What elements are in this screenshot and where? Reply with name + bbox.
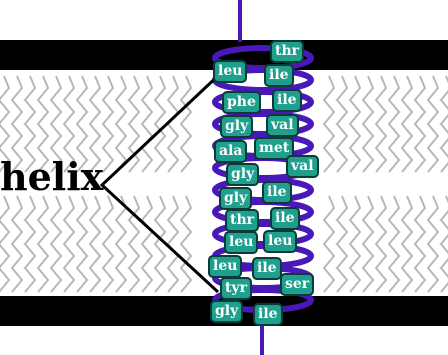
residue-thr: thr xyxy=(270,40,305,63)
lipid-tail xyxy=(387,195,401,293)
lipid-tail xyxy=(413,75,427,173)
lipid-tail xyxy=(75,195,89,293)
lipid-tail xyxy=(361,195,375,293)
residue-gly: gly xyxy=(226,163,260,186)
residue-met: met xyxy=(254,137,295,160)
residue-ala: ala xyxy=(214,140,248,163)
residue-leu: leu xyxy=(263,230,298,253)
lipid-tail xyxy=(322,75,336,173)
residue-tyr: tyr xyxy=(220,277,252,300)
lipid-tail xyxy=(374,75,388,173)
residue-ile: ile xyxy=(264,64,294,87)
residue-ile: ile xyxy=(252,257,282,280)
lipid-tail xyxy=(62,75,76,173)
lipid-tail xyxy=(322,195,336,293)
lipid-tail xyxy=(10,195,24,293)
lipid-tail xyxy=(88,195,102,293)
lipid-tail xyxy=(114,195,128,293)
residue-ile: ile xyxy=(262,181,292,204)
residue-gly: gly xyxy=(219,187,253,210)
lipid-tail xyxy=(127,75,141,173)
residue-val: val xyxy=(266,114,299,137)
lipid-tail xyxy=(400,75,414,173)
residue-ile: ile xyxy=(272,89,302,112)
residue-leu: leu xyxy=(208,255,243,278)
lipid-tail xyxy=(140,75,154,173)
lipid-tail xyxy=(10,75,24,173)
residue-leu: leu xyxy=(213,60,248,83)
residue-gly: gly xyxy=(220,115,254,138)
lipid-tail xyxy=(75,75,89,173)
lipid-tail xyxy=(114,75,128,173)
lipid-tail xyxy=(179,195,193,293)
lipid-tail xyxy=(23,195,37,293)
lipid-tail xyxy=(413,195,427,293)
residue-phe: phe xyxy=(222,91,261,114)
lipid-tail xyxy=(23,75,37,173)
lipid-tail xyxy=(62,195,76,293)
residue-leu: leu xyxy=(224,231,259,254)
lipid-tail xyxy=(335,75,349,173)
lipid-tail xyxy=(335,195,349,293)
lipid-tail xyxy=(361,75,375,173)
residue-ser: ser xyxy=(280,273,315,296)
lipid-tail xyxy=(88,75,102,173)
lipid-tail xyxy=(153,75,167,173)
helix-pointer-bracket xyxy=(99,70,224,294)
lipid-tail xyxy=(49,75,63,173)
lipid-tail xyxy=(0,195,11,293)
lipid-tail xyxy=(426,195,440,293)
lipid-tail xyxy=(49,195,63,293)
residue-ile: ile xyxy=(253,303,283,326)
residue-gly: gly xyxy=(210,300,244,323)
lipid-tail xyxy=(348,195,362,293)
lipid-tail xyxy=(387,75,401,173)
lipid-tail xyxy=(36,195,50,293)
lipid-tail xyxy=(179,75,193,173)
lipid-tail xyxy=(348,75,362,173)
lipid-tail xyxy=(101,195,115,293)
lipid-tail xyxy=(400,195,414,293)
helix-label: helix xyxy=(0,154,104,199)
residue-ile: ile xyxy=(270,207,300,230)
lipid-tail xyxy=(140,195,154,293)
lipid-tail xyxy=(0,75,11,173)
residue-thr: thr xyxy=(225,209,260,232)
lipid-tail xyxy=(101,75,115,173)
residue-val: val xyxy=(286,155,319,178)
lipid-tail xyxy=(153,195,167,293)
lipid-tail xyxy=(374,195,388,293)
lipid-tail xyxy=(36,75,50,173)
lipid-tail xyxy=(426,75,440,173)
lipid-tail xyxy=(127,195,141,293)
